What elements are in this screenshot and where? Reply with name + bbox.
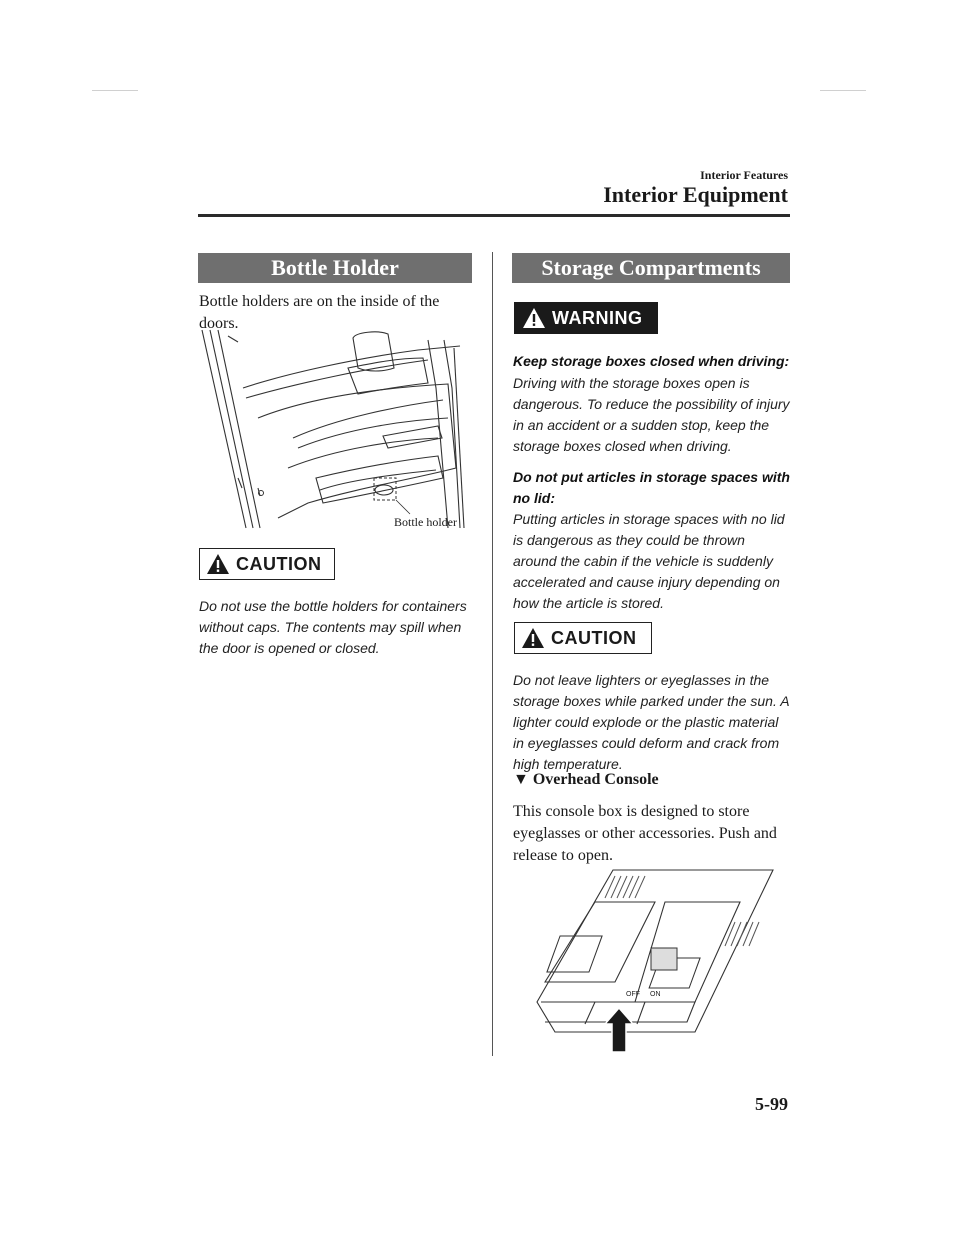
storage-heading: Storage Compartments	[512, 253, 790, 283]
crop-mark	[92, 90, 138, 91]
crop-mark	[820, 90, 866, 91]
overhead-console-figure: OFF ON	[536, 869, 774, 1053]
console-switch-off: OFF	[626, 991, 640, 998]
bottle-holder-callout: Bottle holder	[394, 515, 457, 529]
overhead-console-text: This console box is designed to store ey…	[513, 803, 777, 864]
storage-caution-text: Do not leave lighters or eyeglasses in t…	[513, 672, 790, 772]
column-divider	[492, 252, 493, 1056]
console-switch-on: ON	[650, 991, 661, 998]
header-rule	[198, 214, 790, 217]
section-label: Interior Features	[700, 168, 788, 182]
page-number: 5-99	[755, 1094, 788, 1114]
warning-triangle-icon	[523, 308, 545, 328]
warning-text-2: Putting articles in storage spaces with …	[513, 511, 785, 611]
door-panel-figure	[201, 329, 465, 529]
overhead-console-subheading: ▼ Overhead Console	[513, 771, 659, 788]
bottle-holder-intro: Bottle holders are on the inside of the …	[199, 293, 440, 332]
warning-title-2: Do not put articles in storage spaces wi…	[513, 469, 790, 506]
warning-label: WARNING	[552, 307, 643, 328]
caution-banner: CAUTION	[199, 548, 335, 580]
caution-banner: CAUTION	[514, 622, 652, 654]
warning-banner: WARNING	[514, 302, 658, 334]
caution-label: CAUTION	[236, 553, 322, 574]
bottle-holder-caution-text: Do not use the bottle holders for contai…	[199, 598, 467, 656]
push-arrow-icon	[603, 1006, 635, 1053]
warning-triangle-icon	[522, 628, 544, 648]
caution-label: CAUTION	[551, 627, 637, 648]
page-title: Interior Equipment	[603, 182, 788, 207]
warning-triangle-icon	[207, 554, 229, 574]
warning-title-1: Keep storage boxes closed when driving:	[513, 353, 790, 369]
bottle-holder-heading: Bottle Holder	[198, 253, 472, 283]
warning-text-1: Driving with the storage boxes open is d…	[513, 375, 790, 454]
